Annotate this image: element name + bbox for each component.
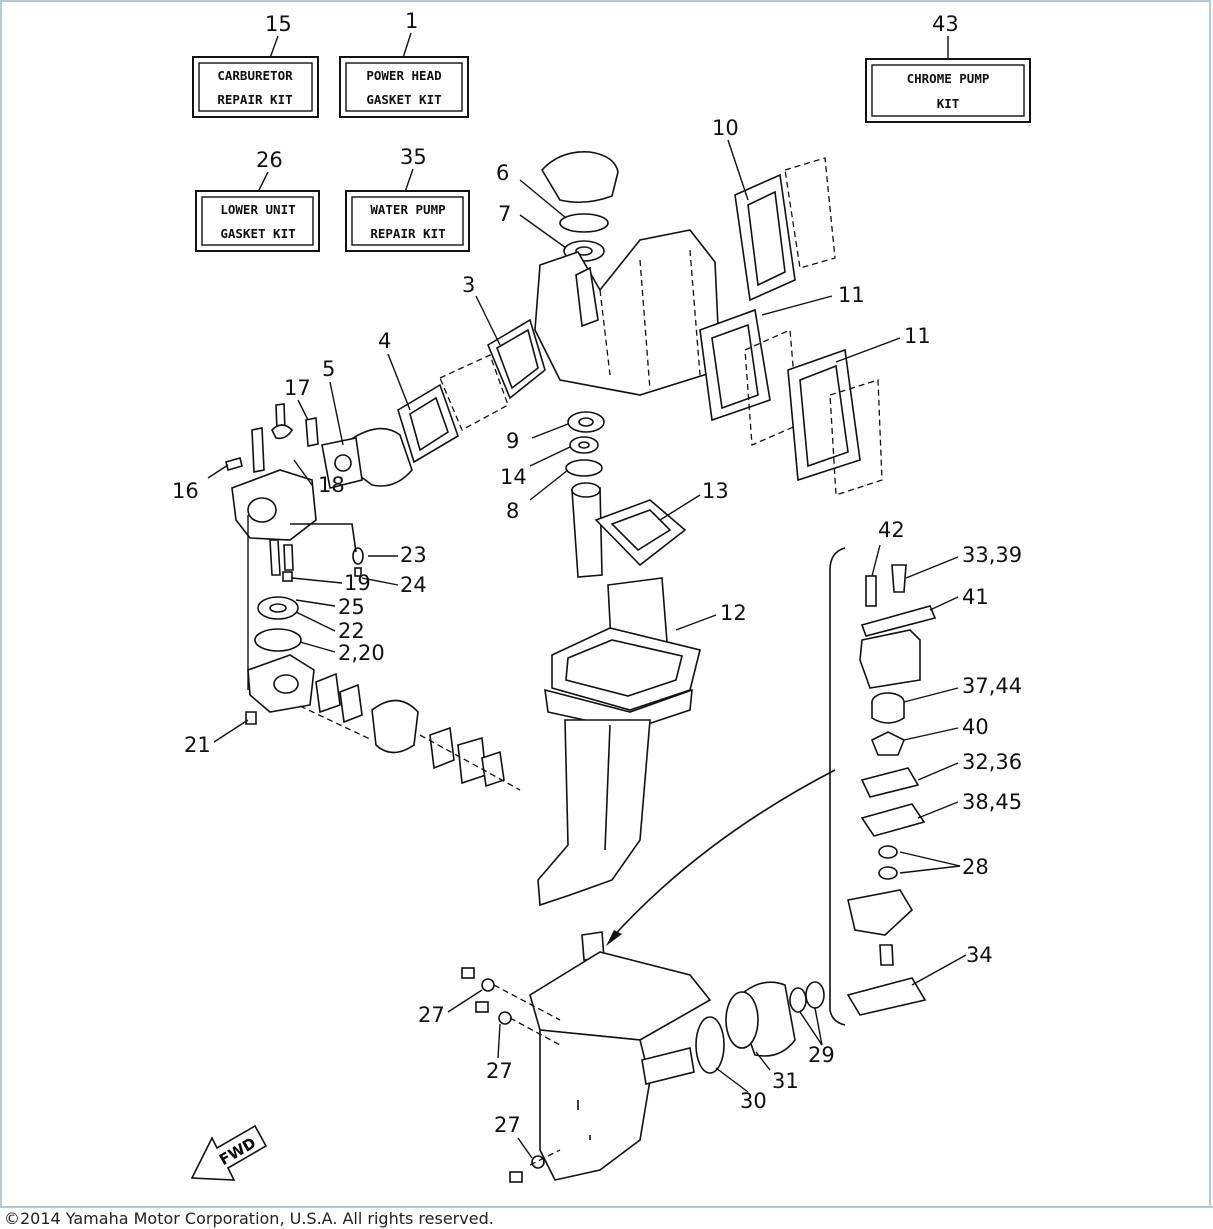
kit-title-line2: GASKET KIT	[220, 226, 295, 241]
callout-34: 34	[966, 943, 993, 967]
kit-number: 43	[932, 12, 959, 36]
callout-3: 3	[462, 273, 475, 297]
kit-title-line2: KIT	[937, 96, 960, 111]
callout-22: 22	[338, 619, 365, 643]
callout-numbers: 6 7 10 11 11 3 4 5 17 16 18 9 14 8 13 23…	[172, 116, 1022, 1137]
kit-title-line2: GASKET KIT	[366, 92, 441, 107]
callout-9: 9	[506, 429, 519, 453]
leader-lines	[207, 139, 967, 1159]
kit-title-line1: CARBURETOR	[217, 68, 293, 83]
callout-2-20: 2,20	[338, 641, 385, 665]
footer-divider	[0, 1206, 1213, 1208]
water-pump-assembly	[829, 547, 937, 1026]
callout-25: 25	[338, 595, 365, 619]
callout-38-45: 38,45	[962, 790, 1022, 814]
callout-27: 27	[486, 1059, 513, 1083]
callout-21: 21	[184, 733, 211, 757]
forward-direction-arrow: FWD	[190, 1124, 268, 1181]
callout-28: 28	[962, 855, 989, 879]
callout-13: 13	[702, 479, 729, 503]
kit-title-line1: LOWER UNIT	[220, 202, 295, 217]
callout-31: 31	[772, 1069, 799, 1093]
kit-title-line1: WATER PUMP	[370, 202, 445, 217]
callout-17: 17	[284, 376, 311, 400]
kit-chrome-pump[interactable]: 43 CHROME PUMP KIT	[865, 12, 1031, 123]
callout-4: 4	[378, 329, 391, 353]
callout-7: 7	[498, 202, 511, 226]
diagram-frame	[0, 0, 1211, 1206]
kit-title-line1: CHROME PUMP	[907, 71, 990, 86]
callout-30: 30	[740, 1089, 767, 1113]
callout-6: 6	[496, 161, 509, 185]
kit-power-head-gasket[interactable]: 1 POWER HEAD GASKET KIT	[339, 9, 469, 118]
lower-unit	[461, 931, 825, 1183]
callout-11: 11	[838, 283, 865, 307]
callout-14: 14	[500, 465, 527, 489]
callout-41: 41	[962, 585, 989, 609]
callout-29: 29	[808, 1043, 835, 1067]
callout-23: 23	[400, 543, 427, 567]
kit-number: 1	[405, 9, 418, 33]
callout-19: 19	[344, 571, 371, 595]
kit-carburetor-repair[interactable]: 15 CARBURETOR REPAIR KIT	[192, 12, 319, 118]
callout-16: 16	[172, 479, 199, 503]
callout-42: 42	[878, 518, 905, 542]
callout-40: 40	[962, 715, 989, 739]
kit-title-line2: REPAIR KIT	[217, 92, 292, 107]
callout-18: 18	[318, 473, 345, 497]
callout-5: 5	[322, 357, 335, 381]
carburetor-parts	[225, 403, 521, 791]
callout-10: 10	[712, 116, 739, 140]
kit-number: 35	[400, 145, 427, 169]
power-head-parts	[321, 151, 883, 578]
kit-water-pump-repair[interactable]: 35 WATER PUMP REPAIR KIT	[345, 145, 470, 252]
callout-27: 27	[494, 1113, 521, 1137]
callout-11: 11	[904, 324, 931, 348]
callout-33-39: 33,39	[962, 543, 1022, 567]
copyright-notice: ©2014 Yamaha Motor Corporation, U.S.A. A…	[4, 1209, 494, 1228]
kit-title-line2: REPAIR KIT	[370, 226, 445, 241]
callout-24: 24	[400, 573, 427, 597]
assembly-arrow	[609, 769, 836, 941]
kit-number: 15	[265, 12, 292, 36]
kit-number: 26	[256, 148, 283, 172]
callout-27: 27	[418, 1003, 445, 1027]
kit-title-line1: POWER HEAD	[366, 68, 441, 83]
callout-12: 12	[720, 601, 747, 625]
callout-8: 8	[506, 499, 519, 523]
drive-shaft-housing	[537, 577, 701, 907]
callout-37-44: 37,44	[962, 674, 1022, 698]
assembly-arrowhead	[606, 930, 622, 946]
callout-32-36: 32,36	[962, 750, 1022, 774]
kit-lower-unit-gasket[interactable]: 26 LOWER UNIT GASKET KIT	[195, 148, 320, 252]
